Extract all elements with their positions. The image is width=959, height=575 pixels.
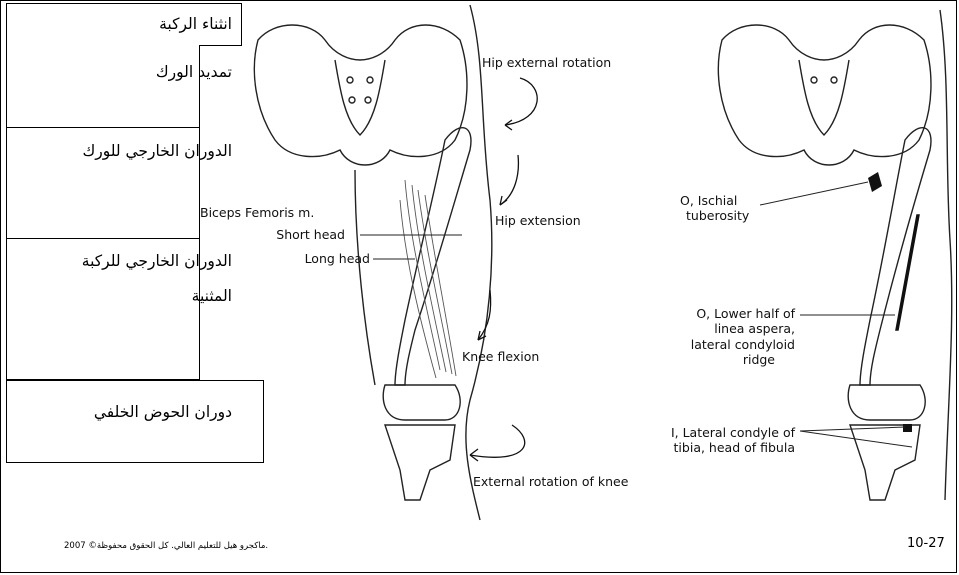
long-head-label: Long head — [250, 251, 370, 266]
insertion-label-1: I, Lateral condyle of — [630, 425, 795, 440]
biceps-femoris-title: Biceps Femoris m. — [200, 205, 314, 220]
overlay-knee-rotation-text-2: المثنية — [192, 287, 232, 305]
insertion-label-2: tibia, head of fibula — [630, 440, 795, 455]
external-rotation-knee-arrow — [470, 425, 525, 457]
overlay-hip-extension-text: تمديد الورك — [156, 63, 232, 81]
ischial-label-2: tuberosity — [686, 208, 749, 223]
external-rotation-knee-label: External rotation of knee — [473, 474, 628, 489]
left-leg-inner — [355, 170, 375, 385]
right-knee — [848, 385, 925, 420]
left-femur — [395, 128, 471, 385]
linea-label-2: linea aspera, — [640, 321, 795, 336]
ischial-tuberosity-mark — [868, 172, 882, 192]
right-tibia — [850, 425, 920, 500]
hip-extension-arrow — [500, 155, 518, 205]
overlay-hip-rotation-text: الدوران الخارجي للورك — [82, 142, 232, 160]
hip-extension-label: Hip extension — [495, 213, 581, 228]
hip-external-rotation-arrow — [505, 78, 537, 125]
linea-label-1: O, Lower half of — [640, 306, 795, 321]
right-pelvis — [718, 25, 931, 165]
overlay-box-hip-extension — [6, 45, 200, 128]
figure-number: 10-27 — [907, 536, 945, 551]
left-thigh-outline — [466, 5, 492, 520]
lateral-condyle-mark — [903, 424, 912, 432]
linea-label-3: lateral condyloid — [640, 337, 795, 352]
left-tibia — [385, 425, 455, 500]
linea-aspera-mark — [896, 215, 919, 330]
copyright-notice: 2007 ©ماكجرو هيل للتعليم العالي. كل الحق… — [64, 541, 268, 551]
ischial-label-1: O, Ischial — [680, 193, 737, 208]
short-head-label: Short head — [250, 227, 345, 242]
overlay-pelvic-rotation-text: دوران الحوض الخلفي — [94, 403, 232, 421]
left-knee — [383, 385, 460, 420]
left-sacrum — [335, 60, 385, 135]
overlay-knee-rotation-text-1: الدوران الخارجي للركبة — [82, 252, 232, 270]
right-femur — [860, 128, 931, 385]
knee-flexion-label: Knee flexion — [462, 349, 539, 364]
hip-external-rotation-label: Hip external rotation — [482, 55, 611, 70]
left-pelvis — [254, 25, 467, 165]
right-thigh-outline — [940, 10, 952, 500]
overlay-box-pelvic-rotation — [6, 380, 264, 463]
ischial-leader — [760, 182, 868, 205]
overlay-knee-flexion-text: انثناء الركبة — [159, 15, 232, 33]
linea-label-4: ridge — [640, 352, 775, 367]
